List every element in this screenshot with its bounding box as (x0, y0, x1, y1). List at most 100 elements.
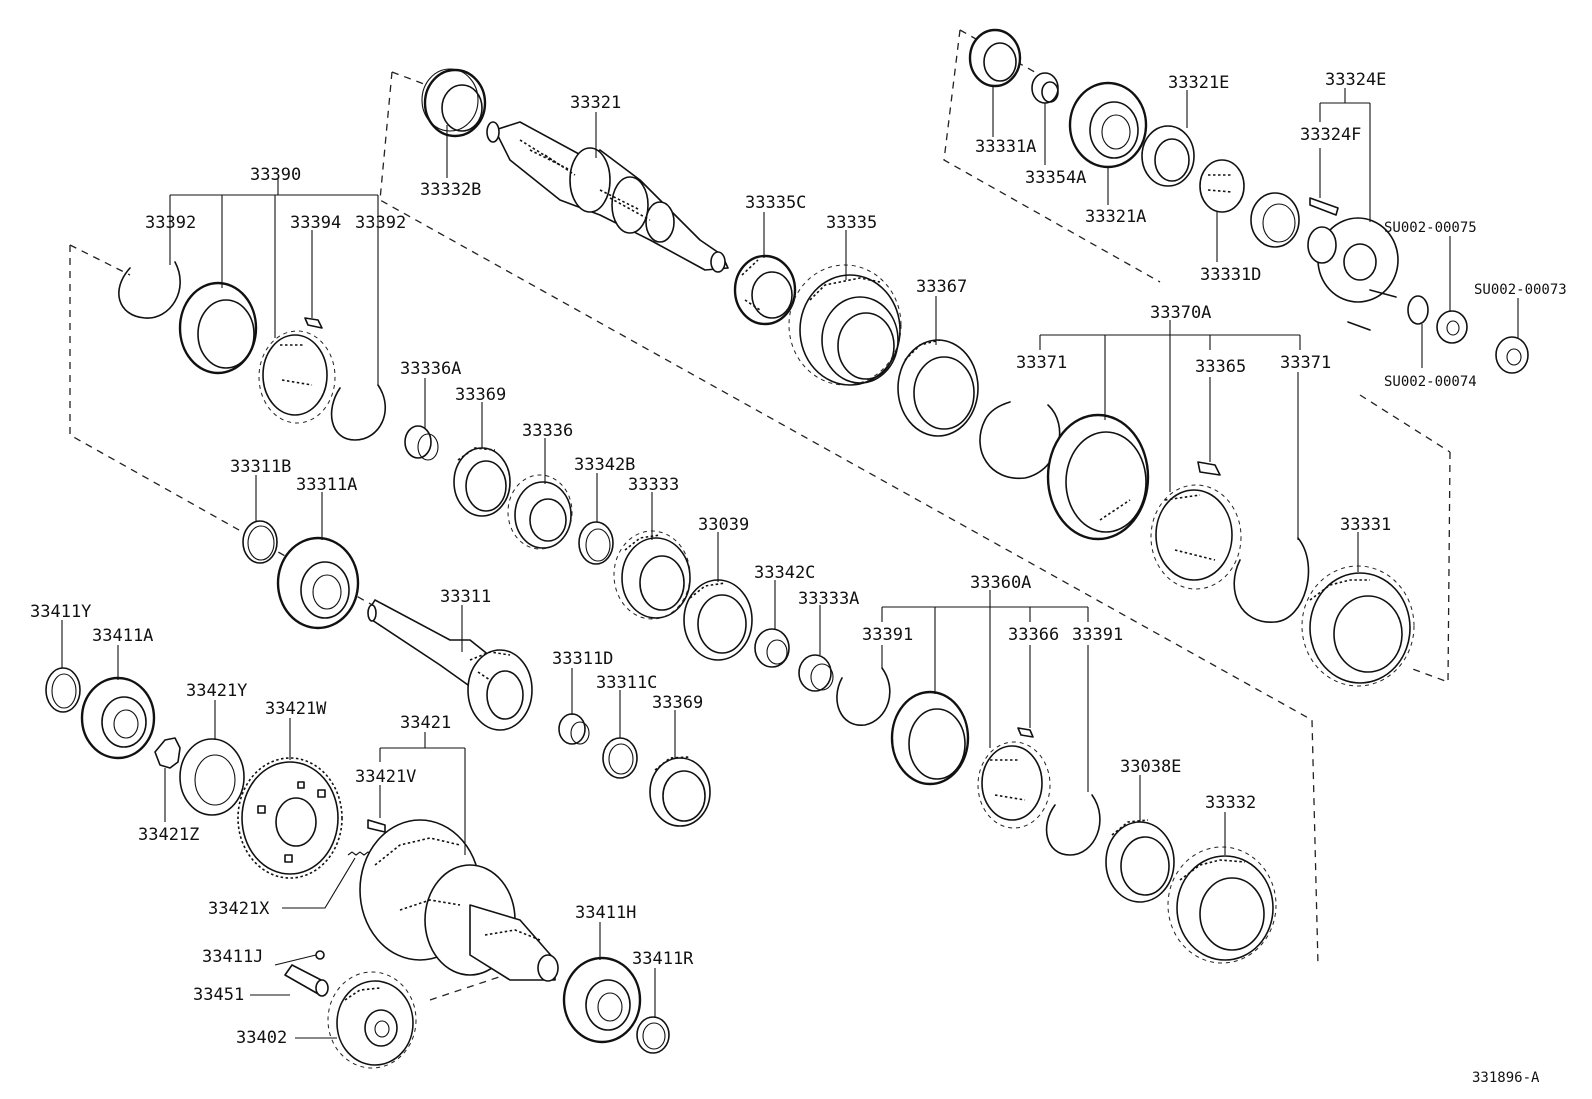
label-33392-right: 33392 (355, 213, 406, 233)
label-33039: 33039 (698, 515, 749, 535)
key-33394 (304, 317, 323, 329)
label-33421Z: 33421Z (138, 825, 199, 845)
washer-unlabelled (1250, 192, 1300, 248)
sleeve-33370A (1046, 413, 1150, 541)
snap-ring-33311C (602, 737, 638, 779)
snap-ring-33392-left (118, 261, 181, 319)
label-33421X: 33421X (208, 899, 270, 919)
label-33332: 33332 (1205, 793, 1256, 813)
label-33038E: 33038E (1120, 757, 1181, 777)
collar-33342C (754, 628, 790, 668)
shaft-33451 (284, 964, 329, 997)
label-33366: 33366 (1008, 625, 1059, 645)
label-33324E: 33324E (1325, 70, 1386, 90)
output-gear-33421 (359, 819, 559, 982)
snap-ring-33411Y (45, 667, 81, 713)
bolt-33324F (1309, 197, 1339, 216)
gear-33336 (507, 474, 573, 550)
label-33331: 33331 (1340, 515, 1391, 535)
snap-ring-33392-right (330, 384, 387, 441)
label-33369-bottom: 33369 (652, 693, 703, 713)
label-33311D: 33311D (552, 649, 613, 669)
part-labels: 33321 33332B 33390 33392 33394 33392 333… (30, 70, 1567, 1086)
washer-33421Y (179, 738, 245, 816)
pin-33411J (315, 950, 325, 960)
snap-ring-33371-right (1233, 537, 1310, 623)
label-33451: 33451 (193, 985, 244, 1005)
label-33391-left: 33391 (862, 625, 913, 645)
hub-33390 (258, 330, 336, 424)
flange-33324E (1307, 217, 1399, 331)
label-33336A: 33336A (400, 359, 461, 379)
label-33421: 33421 (400, 713, 451, 733)
label-33342C: 33342C (754, 563, 815, 583)
label-33365: 33365 (1195, 357, 1246, 377)
label-33321E: 33321E (1168, 73, 1229, 93)
clip-33421Z (154, 737, 181, 769)
sleeve-33360A (890, 690, 970, 786)
label-33331A: 33331A (975, 137, 1036, 157)
label-33335: 33335 (826, 213, 877, 233)
label-33411J: 33411J (202, 947, 263, 967)
countershaft-33321 (486, 121, 729, 273)
bearing-33321A (1068, 81, 1148, 169)
label-33333A: 33333A (798, 589, 859, 609)
label-33335C: 33335C (745, 193, 806, 213)
gear-33333 (613, 530, 691, 620)
label-33321: 33321 (570, 93, 621, 113)
ring-33039 (683, 579, 753, 661)
label-33411R: 33411R (632, 949, 694, 969)
label-33311C: 33311C (596, 673, 657, 693)
label-33421W: 33421W (265, 699, 327, 719)
label-33311: 33311 (440, 587, 491, 607)
ring-33038E (1105, 819, 1175, 903)
label-33369-top: 33369 (455, 385, 506, 405)
bearing-33331A (968, 28, 1022, 88)
label-33411A: 33411A (92, 626, 153, 646)
oring-su002-00074 (1407, 295, 1429, 325)
label-33411Y: 33411Y (30, 602, 91, 622)
snap-ring-33311B (242, 520, 278, 564)
label-33321A: 33321A (1085, 207, 1146, 227)
snap-ring-33342B (578, 521, 614, 565)
key-33366 (1017, 727, 1034, 738)
label-33367: 33367 (916, 277, 967, 297)
label-33331D: 33331D (1200, 265, 1261, 285)
input-shaft-33311 (367, 599, 533, 731)
snap-ring-33411R (636, 1016, 670, 1054)
synchro-ring-33367 (897, 339, 979, 437)
label-33332B: 33332B (420, 180, 481, 200)
label-33342B: 33342B (574, 455, 635, 475)
gear-33331D (1199, 159, 1245, 213)
label-33360A: 33360A (970, 573, 1031, 593)
label-33333: 33333 (628, 475, 679, 495)
bearing-33333A (798, 654, 834, 692)
sleeve-33354A (1031, 72, 1059, 104)
pin-33421V (367, 819, 386, 833)
label-33390: 33390 (250, 165, 301, 185)
bearing-33411A (80, 676, 156, 760)
label-33370A: 33370A (1150, 303, 1211, 323)
gear-33331 (1301, 565, 1415, 687)
washer-su002-00075 (1436, 310, 1468, 344)
ring-33369-bottom (649, 756, 711, 827)
label-33311B: 33311B (230, 457, 291, 477)
sensor-rotor-33421W (237, 757, 343, 879)
label-33311A: 33311A (296, 475, 357, 495)
bearing-33411H (562, 956, 642, 1044)
label-33336: 33336 (522, 421, 573, 441)
bearing-33311A (276, 536, 360, 630)
sleeve-33390 (178, 281, 258, 375)
label-33324F: 33324F (1300, 125, 1361, 145)
gear-33402 (327, 971, 417, 1069)
label-33391-right: 33391 (1072, 625, 1123, 645)
bearing-33332B (421, 68, 487, 138)
spring-33421X (347, 851, 373, 856)
bearing-33336A (404, 425, 439, 461)
label-33421V: 33421V (355, 767, 416, 787)
snap-ring-33391-left (836, 667, 891, 726)
diagram-reference-code: 331896-A (1472, 1070, 1540, 1086)
bearing-33335C (733, 254, 797, 326)
label-33354A: 33354A (1025, 168, 1086, 188)
label-33402: 33402 (236, 1028, 287, 1048)
